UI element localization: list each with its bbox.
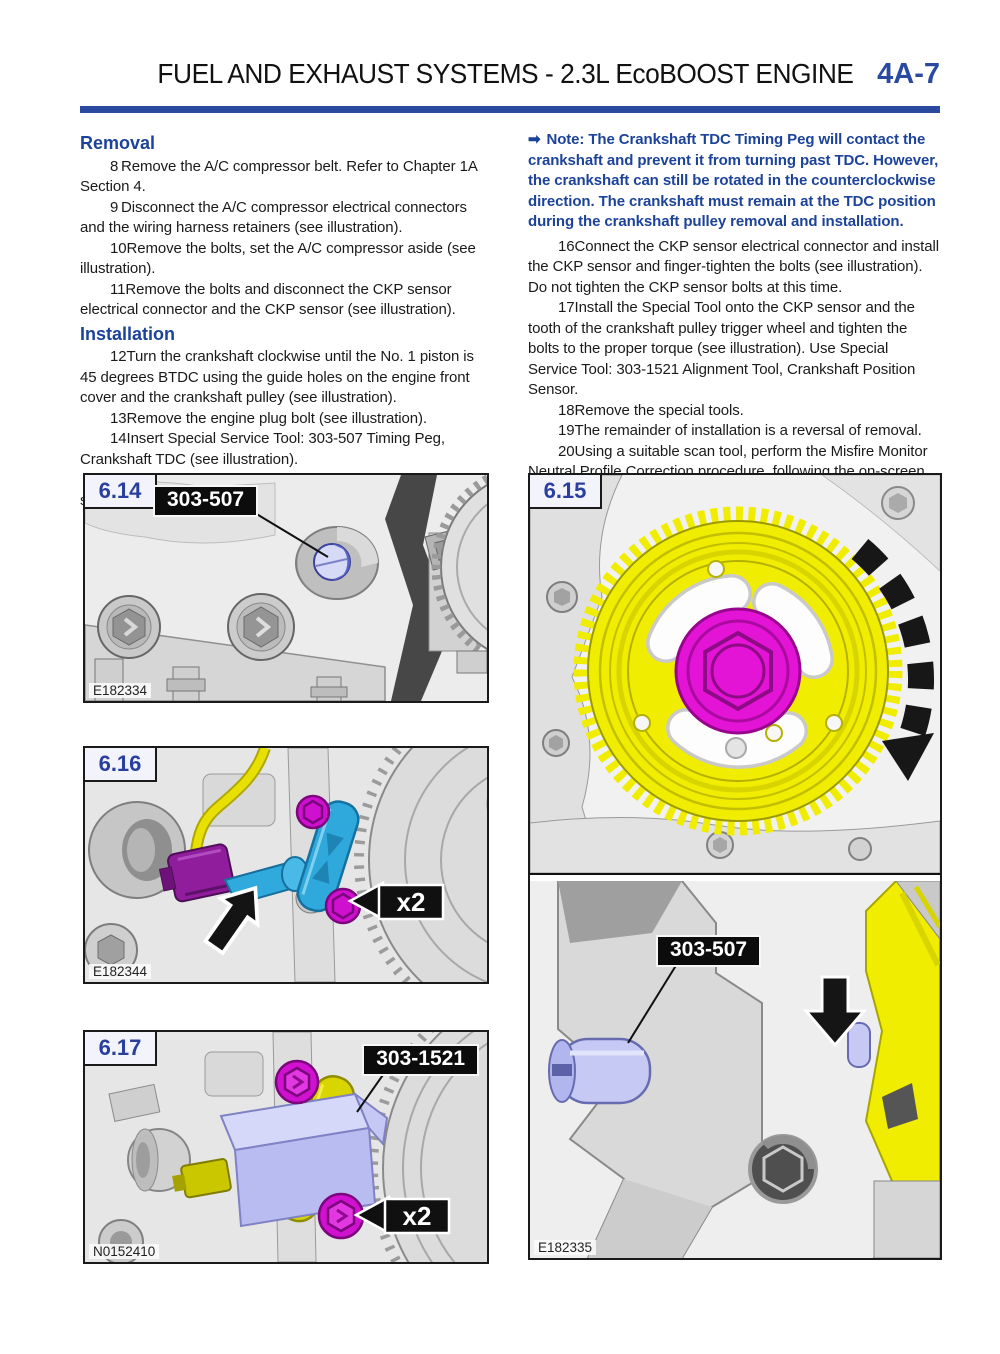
page-title: FUEL AND EXHAUST SYSTEMS - 2.3L EcoBOOST… <box>157 58 854 89</box>
figure-code: E182335 <box>534 1240 597 1255</box>
timing-peg-block-illustration <box>530 881 940 1258</box>
figure-number: 6.17 <box>83 1030 157 1066</box>
figure-code: E182344 <box>89 964 152 979</box>
tool-callout-303-507: 303-507 <box>155 487 257 515</box>
installation-heading: Installation <box>80 323 176 344</box>
step-10: 10Remove the bolts, set the A/C compress… <box>80 239 476 278</box>
figure-code: N0152410 <box>89 1244 160 1259</box>
tool-callout-303-1521: 303-1521 <box>364 1046 477 1074</box>
note-arrow-icon: ➡ <box>528 131 541 148</box>
tool-callout-303-507: 303-507 <box>658 937 760 965</box>
figure-6-16: 6.16 x2 E182344 <box>83 746 489 984</box>
figure-number: 6.14 <box>83 473 157 509</box>
figure-6-14: 6.14 303-507 E182334 <box>83 473 489 703</box>
svg-text:x2: x2 <box>403 1201 432 1231</box>
step-12: 12Turn the crankshaft clockwise until th… <box>80 348 474 406</box>
page-number: 4A-7 <box>877 58 940 90</box>
header-rule <box>80 106 940 113</box>
figure-divider <box>530 873 940 881</box>
direction-arrow <box>202 885 260 956</box>
figure-number: 6.15 <box>528 473 602 509</box>
timing-peg-installed-illustration <box>85 475 487 701</box>
figure-6-15: 6.15 303-507 E182335 <box>528 473 942 1260</box>
ckp-sensor-illustration <box>85 748 487 982</box>
rotation-arrow <box>851 539 934 781</box>
step-16: 16Connect the CKP sensor electrical conn… <box>528 237 939 296</box>
figure-number: 6.16 <box>83 746 157 782</box>
figure-6-17: 6.17 303-1521 x2 N0152410 <box>83 1030 489 1264</box>
crankshaft-pulley-illustration <box>530 475 940 873</box>
qty-callout: x2 <box>347 880 445 922</box>
step-19: 19The remainder of installation is a rev… <box>558 422 922 439</box>
tdc-note: ➡Note: The Crankshaft TDC Timing Peg wil… <box>528 131 939 230</box>
step-17: 17Install the Special Tool onto the CKP … <box>528 299 916 398</box>
svg-text:x2: x2 <box>397 887 426 917</box>
insert-direction-arrow <box>802 975 868 1048</box>
removal-heading: Removal <box>80 133 156 153</box>
right-column: ➡Note: The Crankshaft TDC Timing Peg wil… <box>528 130 940 503</box>
step-14: 14Insert Special Service Tool: 303-507 T… <box>80 430 445 468</box>
step-11: 11Remove the bolts and disconnect the CK… <box>80 280 456 319</box>
page-header: FUEL AND EXHAUST SYSTEMS - 2.3L EcoBOOST… <box>80 58 940 91</box>
qty-callout: x2 <box>353 1194 451 1236</box>
step-18: 18Remove the special tools. <box>558 401 744 419</box>
figure-code: E182334 <box>89 683 152 698</box>
step-13: 13Remove the engine plug bolt (see illus… <box>110 409 427 427</box>
